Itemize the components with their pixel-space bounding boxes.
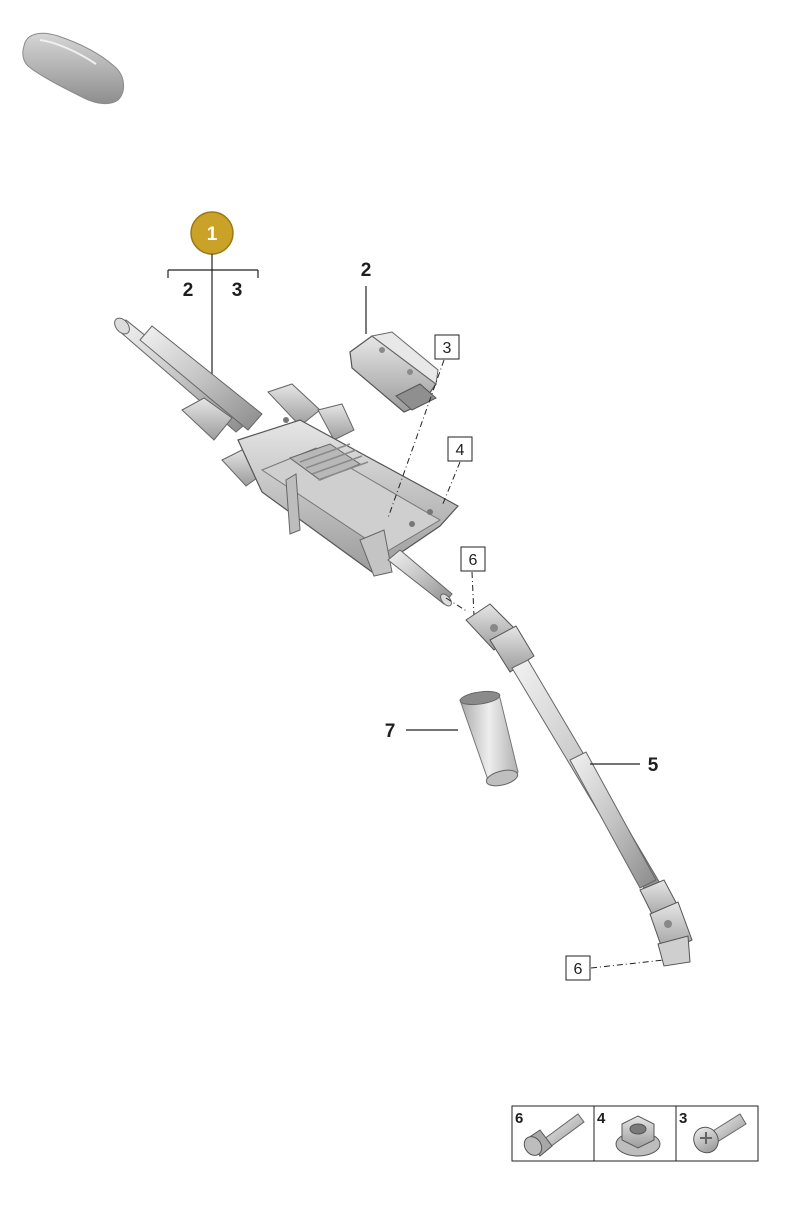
callout-switch-module: 2 (361, 260, 372, 334)
assembly-bracket: 2 3 (167, 254, 259, 376)
car-silhouette-icon (22, 32, 124, 105)
svg-text:3: 3 (443, 340, 452, 357)
callout-screw-ref: 3 (387, 334, 460, 519)
callout-nut-ref: 4 (441, 436, 473, 507)
badge-label: 1 (207, 224, 218, 245)
svg-text:5: 5 (648, 755, 659, 776)
steering-boot[interactable] (459, 689, 519, 788)
main-assembly-badge[interactable]: 1 (190, 211, 234, 255)
legend-cell-screw[interactable]: 3 (679, 1110, 747, 1157)
svg-text:3: 3 (679, 1110, 687, 1127)
hardware-legend: 6 4 3 (511, 1105, 759, 1162)
bracket-label-left: 2 (183, 280, 194, 301)
switch-module[interactable] (349, 331, 439, 413)
svg-text:2: 2 (361, 260, 372, 281)
legend-cell-bolt[interactable]: 6 (515, 1110, 585, 1159)
callout-boot: 7 (385, 721, 458, 742)
svg-text:4: 4 (456, 442, 465, 459)
svg-text:6: 6 (515, 1110, 523, 1127)
callout-intermediate-shaft: 5 (590, 755, 659, 776)
svg-text:6: 6 (574, 961, 583, 978)
callout-bolt-ref-lower: 6 (565, 955, 665, 981)
bracket-label-right: 3 (232, 280, 243, 301)
hex-bolt-icon (523, 1113, 585, 1157)
svg-text:7: 7 (385, 721, 396, 742)
steering-column[interactable] (112, 315, 459, 608)
legend-cell-nut[interactable]: 4 (597, 1110, 661, 1157)
callout-bolt-ref-upper: 6 (445, 546, 486, 617)
svg-text:4: 4 (597, 1110, 606, 1127)
svg-text:6: 6 (469, 552, 478, 569)
flange-nut-icon (615, 1115, 661, 1157)
torx-screw-icon (693, 1113, 747, 1154)
intermediate-shaft[interactable] (465, 603, 693, 967)
